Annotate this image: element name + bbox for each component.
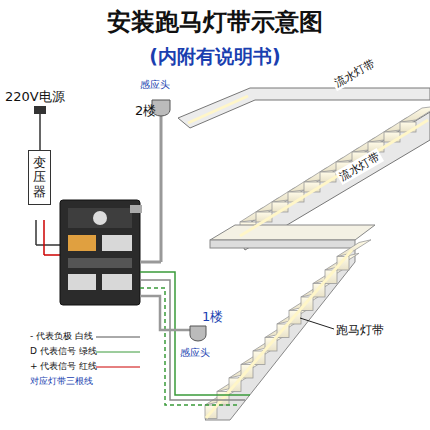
sensor-label: 感应头 <box>140 78 170 92</box>
stair-tread <box>337 240 371 257</box>
sensor-head: 感应头 2楼 <box>136 78 196 128</box>
wire-legend: + 代表信号 红线 <box>30 360 97 373</box>
sensor-label: 感应头 <box>180 346 210 360</box>
wire-legend: D 代表信号 绿线 <box>30 345 97 358</box>
stair-tread <box>400 106 430 122</box>
title: 安装跑马灯带示意图 <box>0 6 430 38</box>
transformer-label: 变压器 <box>33 156 46 199</box>
floor-label: 1楼 <box>202 308 223 326</box>
strip-label: 跑马灯带 <box>336 322 384 339</box>
power-label: 220V电源 <box>5 88 65 106</box>
strip-label: 流水灯带 <box>330 55 379 91</box>
sensor-head: 1楼感应头 <box>180 308 240 358</box>
note: 对应灯带三根线 <box>30 375 93 388</box>
transformer-box: 变压器 <box>28 150 51 205</box>
floor-label: 2楼 <box>135 102 156 120</box>
wire-legend: - 代表负极 白线 <box>30 330 93 343</box>
